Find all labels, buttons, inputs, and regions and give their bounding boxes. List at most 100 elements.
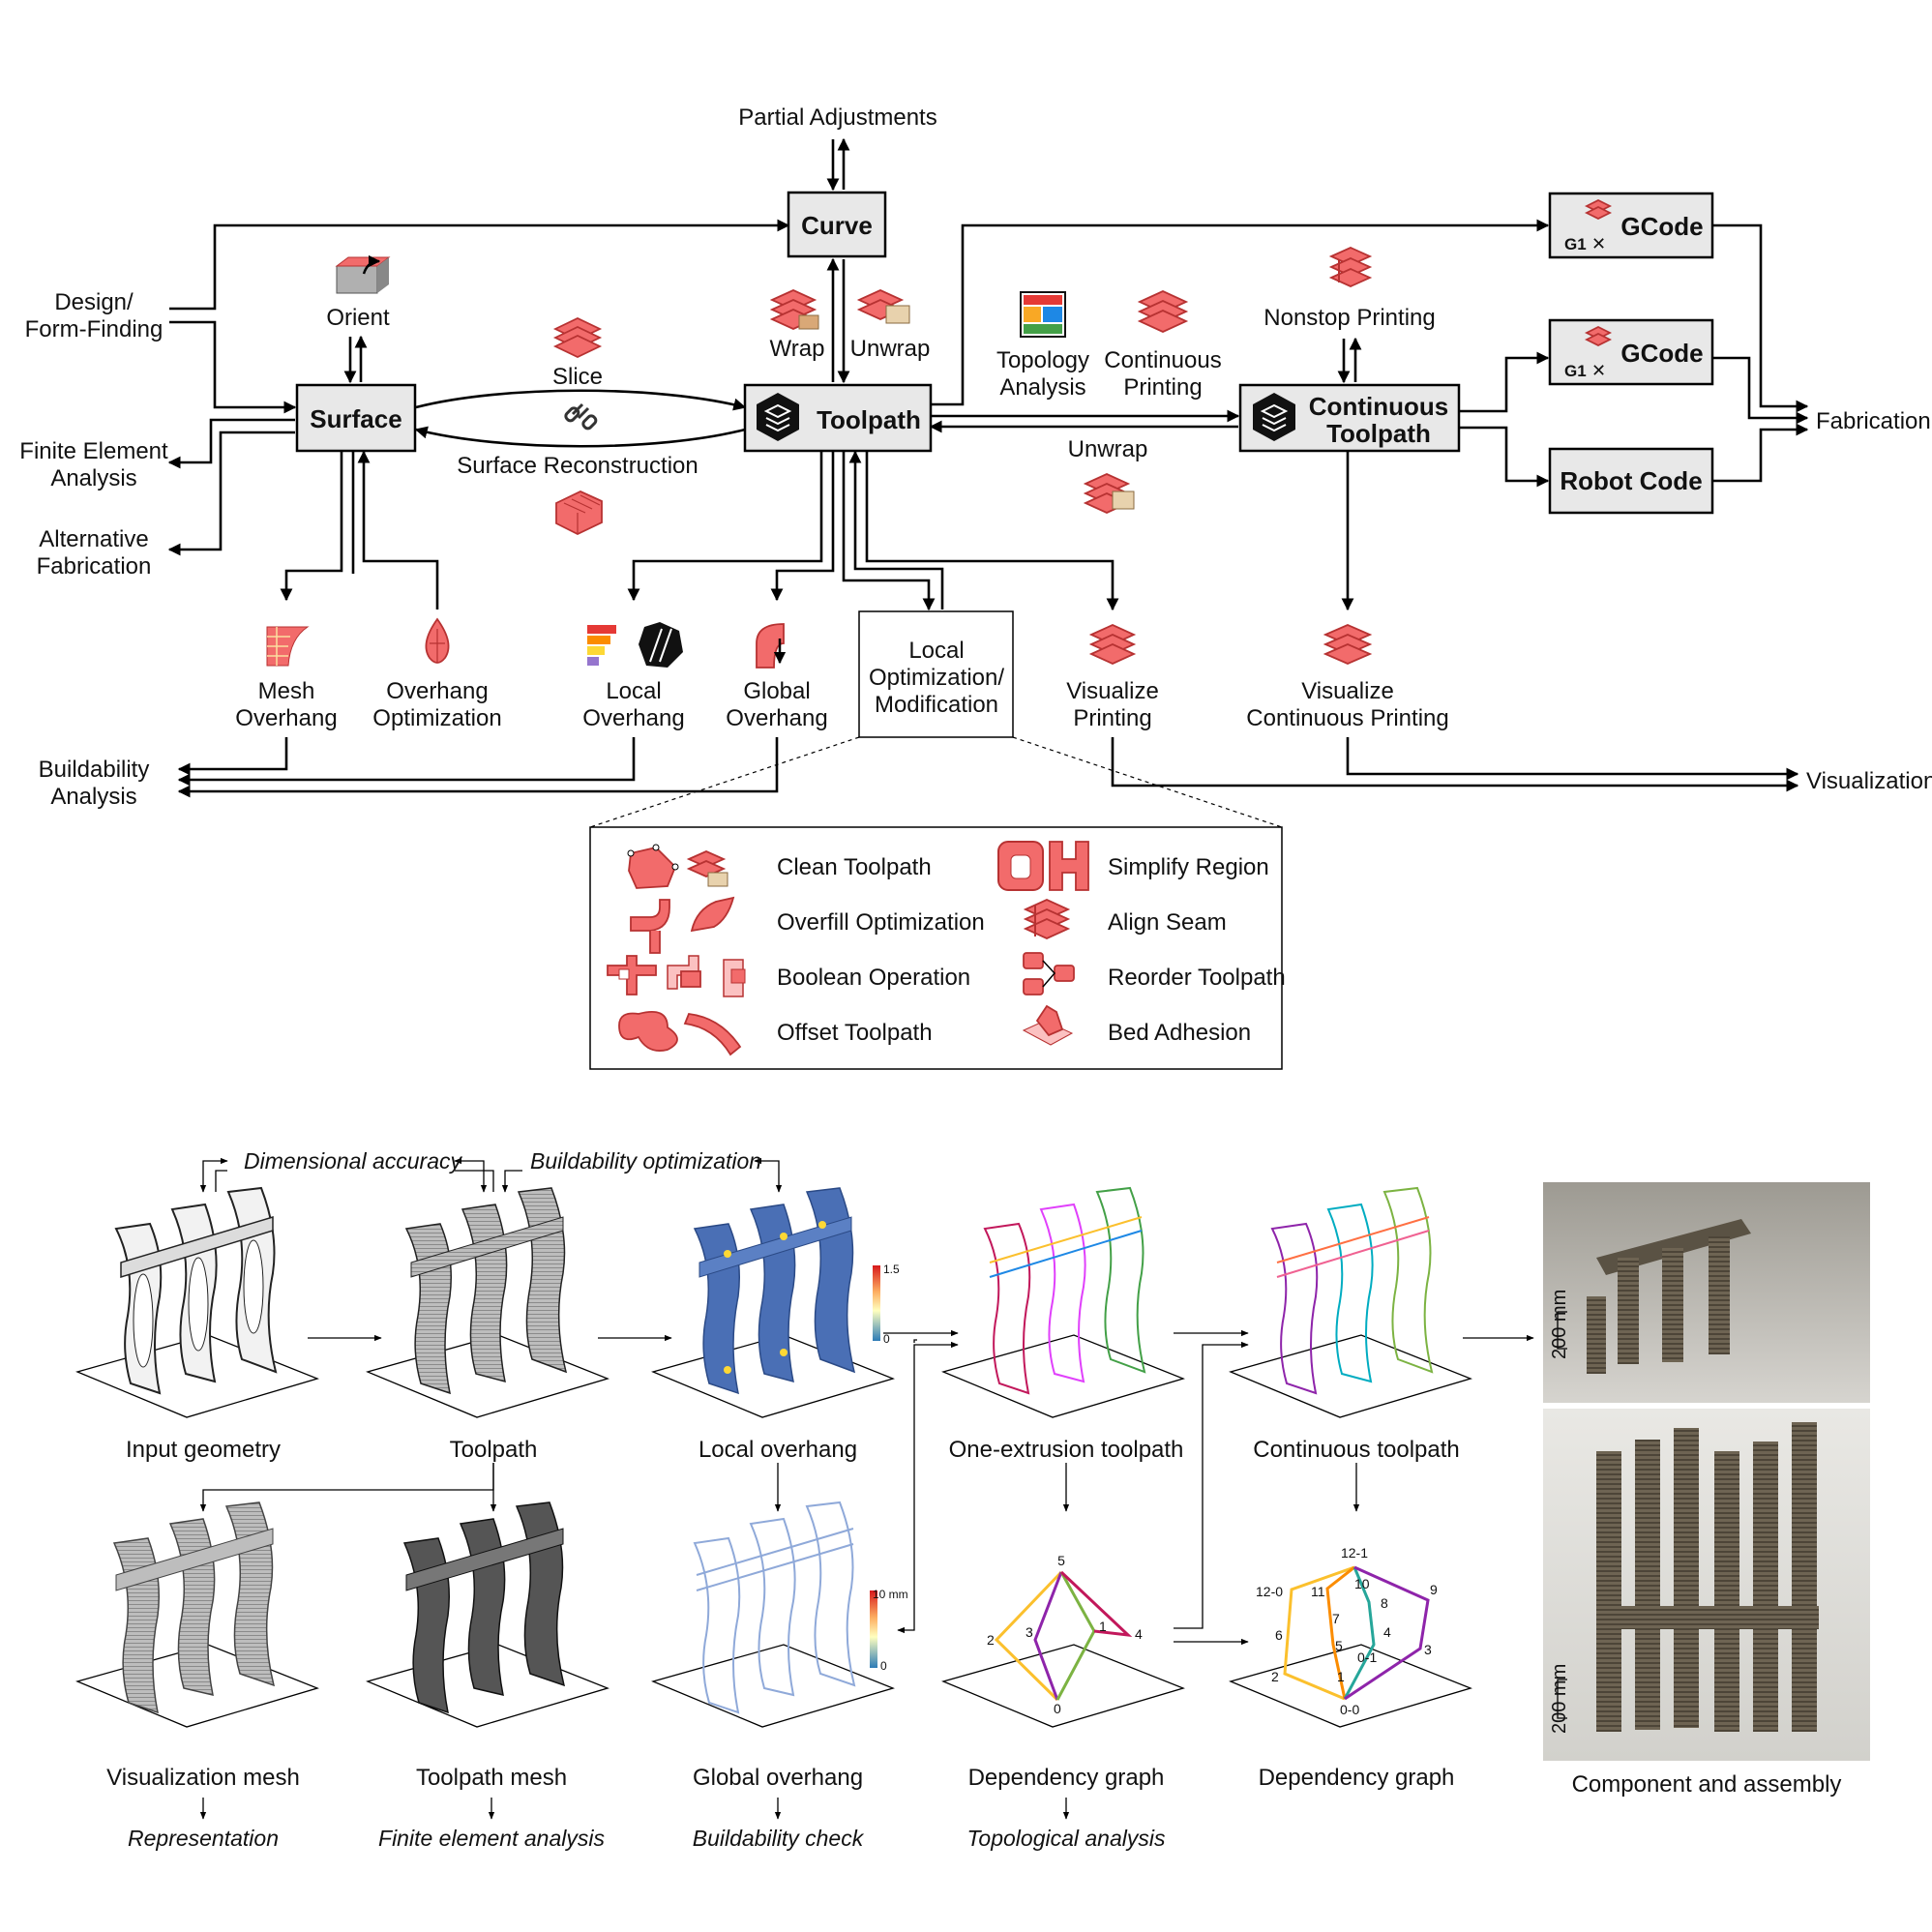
render-toolpath [366,1187,609,1418]
visualize-printing-label-1: Visualize [1066,678,1159,704]
node-gcode-1-label: GCode [1620,212,1703,241]
overhang-opt-label-1: Overhang [386,678,488,704]
node-surface-label: Surface [310,404,401,433]
node-robot-label: Robot Code [1560,466,1702,495]
visualization-label: Visualization [1806,768,1932,794]
caption-input-geometry: Input geometry [126,1437,281,1463]
op-bed-adhesion: Bed Adhesion [1108,1020,1251,1046]
fabrication-label: Fabrication [1816,408,1931,434]
g1-label-1: G1 [1564,235,1587,253]
partial-adjustments-label: Partial Adjustments [738,104,936,131]
bed-adhesion-icon [1022,1004,1074,1046]
continuous-printing-icon [1137,290,1189,333]
overhang-opt-label-2: Optimization [372,705,501,731]
node-gcode-1[interactable]: G1 ✕ GCode [1548,192,1714,259]
cross-icon: ✕ [1591,234,1606,253]
design-label-2: Form-Finding [25,316,163,342]
cbar-local-max: 1.5 [883,1263,900,1276]
cbar-global-min: 0 [880,1659,887,1673]
op-boolean: Boolean Operation [777,965,970,991]
g2-node-4: 4 [1383,1624,1391,1640]
g2-node-12-0: 12-0 [1256,1584,1283,1599]
op-align-seam: Align Seam [1108,909,1227,936]
g1-node-4: 4 [1135,1626,1143,1642]
node-continuous-label-2: Toolpath [1326,419,1431,448]
node-gcode-2[interactable]: G1 ✕ GCode [1548,318,1714,386]
continuous-toolpath-icon [1253,393,1295,441]
cbar-local-min: 0 [883,1332,890,1346]
render-one-extrusion [941,1186,1185,1418]
render-visualization-mesh [75,1501,319,1728]
nonstop-printing-icon [1328,247,1373,287]
operations-panel: Clean Toolpath Overfill Optimization Boo… [589,826,1286,1070]
g2-node-0-1: 0-1 [1357,1650,1377,1665]
unwrap-label: Unwrap [850,336,931,362]
purpose-representation: Representation [128,1826,279,1851]
node-curve-label: Curve [801,211,873,240]
caption-visualization-mesh: Visualization mesh [106,1765,300,1791]
altfab-label-1: Alternative [39,526,148,552]
g2-node-2: 2 [1271,1669,1279,1684]
local-overhang-hex-icon [639,622,683,668]
dependency-graph-1: 5 2 3 1 4 0 [941,1553,1185,1728]
local-overhang-icon [587,625,616,666]
render-toolpath-mesh [366,1501,609,1728]
scale-label-1: 200 mm [1549,1290,1570,1359]
node-robot-code[interactable]: Robot Code [1548,447,1714,515]
caption-toolpath-mesh: Toolpath mesh [416,1765,567,1791]
lom-label-3: Modification [875,692,998,718]
pipeline-feedback: Dimensional accuracy Buildability optimi… [199,1148,783,1193]
surface-reconstruction-label: Surface Reconstruction [457,453,698,479]
caption-one-extrusion: One-extrusion toolpath [949,1437,1184,1463]
local-overhang-label-1: Local [606,678,661,704]
g2-node-3: 3 [1424,1642,1432,1657]
visualize-continuous-label-2: Continuous Printing [1246,705,1448,731]
g2-node-5: 5 [1335,1638,1343,1653]
reorder-toolpath-icon [1023,952,1075,996]
g1-label-2: G1 [1564,362,1587,380]
toolpath-icon [757,393,799,441]
render-input-geometry [75,1186,319,1418]
contprint-label-1: Continuous [1104,347,1221,373]
wrap-label: Wrap [770,336,825,362]
caption-dependency-1: Dependency graph [968,1765,1165,1791]
altfab-label-2: Fabrication [37,553,152,580]
node-toolpath[interactable]: Toolpath [743,383,933,453]
node-surface[interactable]: Surface [295,383,417,453]
caption-global-overhang: Global overhang [693,1765,863,1791]
render-continuous [1229,1186,1472,1418]
fea-label-2: Analysis [50,465,136,491]
node-curve[interactable]: Curve [787,191,887,258]
caption-continuous: Continuous toolpath [1253,1437,1460,1463]
g2-node-10: 10 [1354,1576,1370,1591]
topology-label-1: Topology [996,347,1089,373]
pipeline-arrows [199,1329,1534,1820]
visualize-continuous-icon [1323,624,1373,665]
render-local-overhang: 1.5 0 [651,1187,900,1418]
op-clean-toolpath: Clean Toolpath [777,854,932,880]
contprint-label-2: Printing [1123,374,1202,401]
g2-node-1: 1 [1337,1669,1345,1684]
link-icon [564,402,598,431]
layers-icon [1584,198,1613,221]
slice-icon [552,317,603,358]
op-simplify: Simplify Region [1108,854,1269,880]
lom-label-1: Local [908,638,964,664]
workflow-icons [266,247,1373,669]
node-local-optimization[interactable]: Local Optimization/ Modification [858,610,1014,738]
clean-toolpath-icon [627,844,728,889]
cross-icon: ✕ [1591,361,1606,380]
node-continuous-toolpath[interactable]: Continuous Toolpath [1238,383,1461,453]
mesh-overhang-label-2: Overhang [235,705,337,731]
scale-label-2: 200 mm [1549,1664,1570,1734]
render-global-overhang: 10 mm 0 [651,1501,908,1728]
photo-component: 200 mm [1543,1182,1870,1403]
caption-dependency-2: Dependency graph [1259,1765,1455,1791]
boolean-operation-icon [607,955,746,997]
lom-label-2: Optimization/ [869,665,1004,691]
visualize-continuous-label-1: Visualize [1301,678,1394,704]
global-overhang-icon [756,623,787,669]
op-overfill: Overfill Optimization [777,909,985,936]
g1-node-5: 5 [1057,1553,1065,1568]
node-gcode-2-label: GCode [1620,339,1703,368]
